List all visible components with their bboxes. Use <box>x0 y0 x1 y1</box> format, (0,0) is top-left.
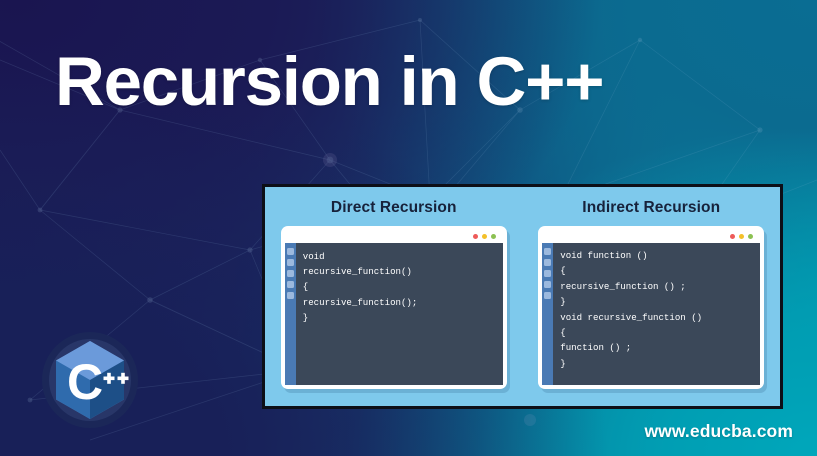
sidebar-box-icon <box>544 270 552 277</box>
sidebar-strip <box>284 243 296 385</box>
column-indirect-recursion: Indirect Recursion voi <box>523 187 781 406</box>
code-line: { <box>302 281 309 293</box>
heading-indirect-recursion: Indirect Recursion <box>582 199 721 216</box>
code-line: void <box>302 251 325 262</box>
code-line: recursive_function() <box>302 266 412 278</box>
sidebar-box-icon <box>286 281 294 288</box>
code-line: void function () <box>560 250 648 261</box>
sidebar-strip <box>542 243 554 385</box>
minimize-dot-icon[interactable] <box>739 234 745 239</box>
code-line: void recursive_function () <box>560 311 703 323</box>
close-dot-icon[interactable] <box>472 234 478 239</box>
code-line: } <box>560 296 566 308</box>
cpp-logo: C <box>42 332 138 428</box>
window-body: void function () { recursive_function ()… <box>542 243 761 385</box>
maximize-dot-icon[interactable] <box>490 234 496 239</box>
column-direct-recursion: Direct Recursion void <box>265 187 523 406</box>
code-line: recursive_function () ; <box>560 280 686 292</box>
window-body: void recursive_function() { recursive_fu… <box>284 243 503 385</box>
sidebar-box-icon <box>286 248 294 255</box>
close-dot-icon[interactable] <box>730 234 736 239</box>
page-title: Recursion in C++ <box>55 43 605 120</box>
code-block-indirect-recursion: void function () { recursive_function ()… <box>553 243 760 385</box>
code-window-indirect-recursion: void function () { recursive_function ()… <box>538 226 765 389</box>
code-window-direct-recursion: void recursive_function() { recursive_fu… <box>280 226 507 389</box>
sidebar-box-icon <box>286 259 294 266</box>
recursion-comparison-panel: Direct Recursion void <box>262 184 783 409</box>
sidebar-box-icon <box>544 248 552 255</box>
sidebar-box-icon <box>544 259 552 266</box>
maximize-dot-icon[interactable] <box>748 234 754 239</box>
code-line: } <box>302 311 309 323</box>
site-watermark: www.educba.com <box>644 421 793 441</box>
sidebar-box-icon <box>286 292 294 299</box>
sidebar-box-icon <box>286 270 294 277</box>
code-line: function () ; <box>560 342 632 354</box>
sidebar-box-icon <box>544 292 552 299</box>
window-titlebar <box>285 230 503 243</box>
code-line: } <box>560 357 566 369</box>
code-line: recursive_function(); <box>302 296 418 308</box>
window-titlebar <box>542 230 760 243</box>
code-line: { <box>560 265 566 277</box>
minimize-dot-icon[interactable] <box>481 234 487 239</box>
svg-text:C: C <box>67 354 103 410</box>
heading-direct-recursion: Direct Recursion <box>330 199 457 216</box>
code-line: { <box>560 327 566 339</box>
code-block-direct-recursion: void recursive_function() { recursive_fu… <box>296 243 503 385</box>
sidebar-box-icon <box>544 281 552 288</box>
